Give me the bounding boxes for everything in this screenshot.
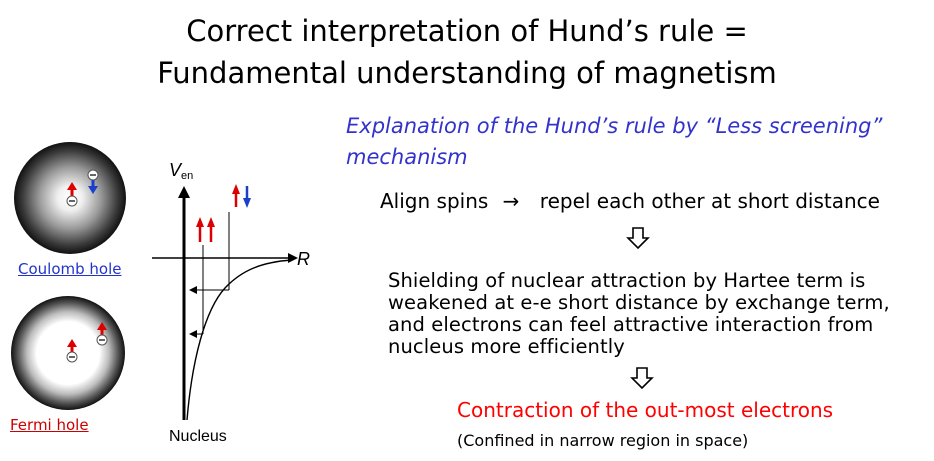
confined-text: (Confined in narrow region in space) — [457, 431, 749, 450]
repel-text: repel each other at short distance — [539, 189, 880, 213]
electron-spin-up-icon — [96, 322, 108, 346]
electron-spin-up-icon — [66, 182, 78, 207]
explanation-heading: Explanation of the Hund’s rule by “Less … — [346, 114, 883, 169]
coulomb-hole-sphere — [14, 142, 126, 254]
r-axis-label: R — [297, 249, 310, 269]
fermi-hole-sphere — [11, 296, 125, 410]
nucleus-label: Nucleus — [169, 428, 227, 445]
electron-spin-up-icon — [66, 339, 78, 363]
align-spins-text: Align spins — [380, 189, 489, 213]
contraction-text: Contraction of the out-most electrons — [457, 398, 834, 422]
electron-spin-down-icon — [87, 169, 99, 194]
potential-axis-label: Ven — [169, 160, 194, 182]
fermi-hole-link[interactable]: Fermi hole — [10, 416, 89, 434]
down-arrow-icon — [630, 367, 654, 390]
title-line-1: Correct interpretation of Hund’s rule = — [186, 14, 748, 48]
title-line-2: Fundamental understanding of magnetism — [157, 56, 777, 90]
antiparallel-spins-icon — [232, 184, 251, 208]
shielding-paragraph: Shielding of nuclear attraction by Harte… — [388, 269, 890, 358]
left-arrow-icon — [189, 286, 197, 294]
parallel-spins-icon — [196, 217, 215, 242]
align-spins-line: Align spins → repel each other at short … — [380, 189, 880, 213]
down-arrow-icon — [626, 227, 650, 250]
slide-title: Correct interpretation of Hund’s rule = … — [0, 10, 934, 94]
right-arrow-icon: → — [502, 189, 520, 213]
potential-plot — [152, 184, 298, 421]
coulomb-hole-link[interactable]: Coulomb hole — [18, 260, 122, 278]
left-arrow-icon — [189, 330, 197, 338]
potential-curve — [186, 259, 293, 421]
